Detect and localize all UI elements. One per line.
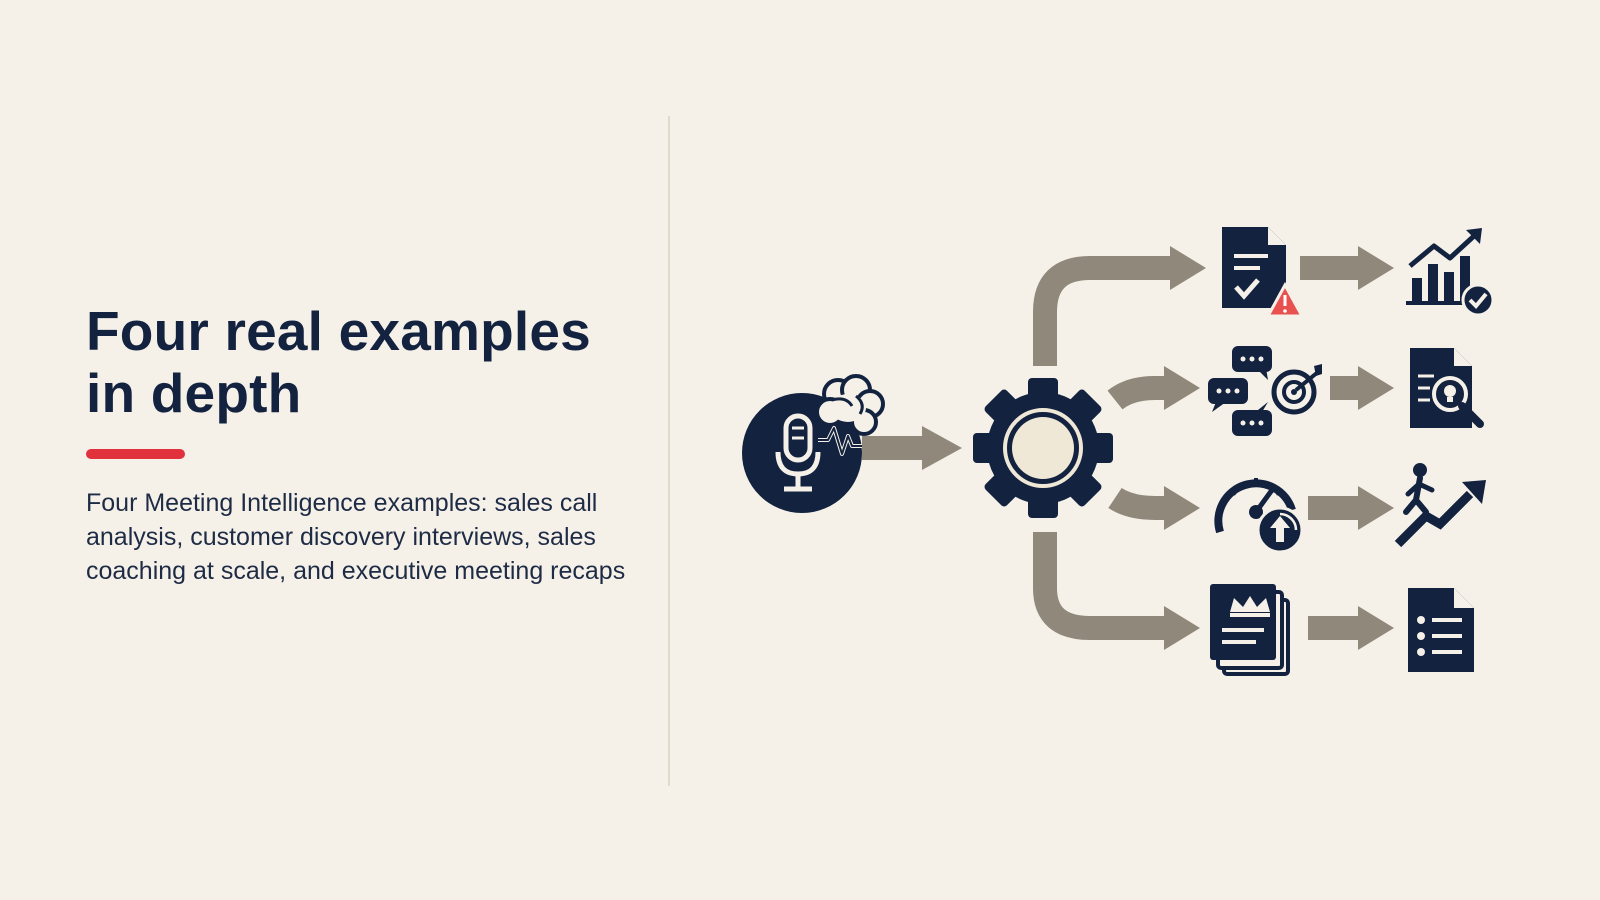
climbing-person-arrow-icon [1394,463,1486,548]
text-panel: Four real examples in depth Four Meeting… [86,300,646,588]
arrow-head-output-3 [1358,486,1394,530]
arrow-head-branch-4 [1164,606,1200,650]
arrow-head-output-4 [1358,606,1394,650]
document-search-insight-icon [1410,348,1484,428]
arrow-heads [922,246,1394,650]
arrow-head-branch-3 [1164,486,1200,530]
title-line-2: in depth [86,362,302,424]
slide-subtitle: Four Meeting Intelligence examples: sale… [86,489,626,585]
chat-bubbles-target-icon [1208,346,1322,436]
bar-chart-growth-check-icon [1406,228,1495,317]
vertical-divider [668,116,670,786]
connector-branch-3 [1108,487,1172,520]
arrow-head-branch-2 [1164,366,1200,410]
flow-arrows [862,256,1366,640]
checklist-document-icon [1408,588,1474,672]
document-check-warning-icon [1222,227,1305,318]
connector-branch-2 [1107,376,1172,410]
microphone-brain-icon [742,374,885,513]
arrow-head-output-2 [1358,366,1394,410]
gear-icon [973,378,1113,518]
speedometer-upgrade-icon [1214,478,1304,554]
connector-branch-1 [1033,256,1178,366]
arrow-head-branch-1 [1170,246,1206,290]
accent-bar [86,449,185,459]
title-line-1: Four real examples [86,300,591,362]
connector-branch-4 [1033,532,1172,640]
arrow-head-source [922,426,962,470]
arrow-head-output-1 [1358,246,1394,290]
slide-title: Four real examples in depth [86,300,646,424]
stacked-documents-crown-icon [1210,584,1290,676]
